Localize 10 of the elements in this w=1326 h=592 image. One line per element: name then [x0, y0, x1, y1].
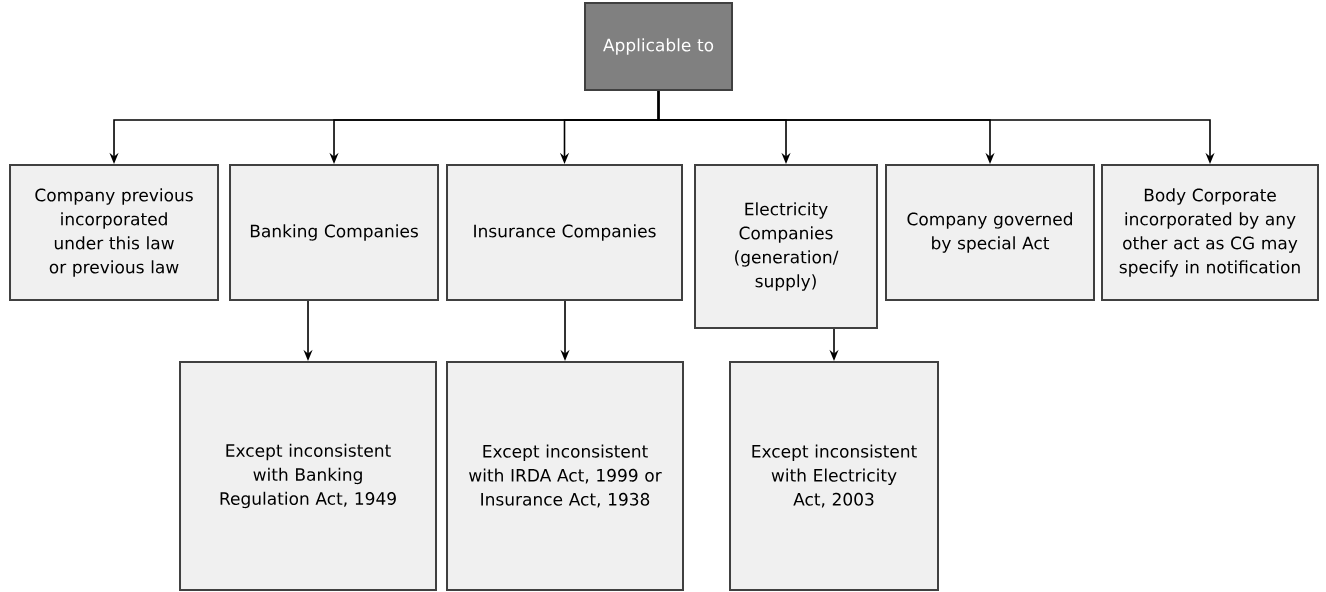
- category-box: Insurance Companies: [446, 164, 683, 301]
- header-box: Applicable to: [584, 2, 733, 91]
- category-box: Except inconsistent with Banking Regulation Act, 1949: [179, 361, 437, 591]
- category-box: Banking Companies: [229, 164, 439, 301]
- category-box: Except inconsistent with Electricity Act, 2003: [729, 361, 939, 591]
- category-box: Electricity Companies (generation/ supply): [694, 164, 878, 329]
- category-box: Except inconsistent with IRDA Act, 1999 or Insurance Act, 1938: [446, 361, 684, 591]
- category-box: Company governed by special Act: [885, 164, 1095, 301]
- category-box: Body Corporate incorporated by any other act as CG may specify in notification: [1101, 164, 1319, 301]
- category-box: Company previous incorporated under this law or previous law: [9, 164, 219, 301]
